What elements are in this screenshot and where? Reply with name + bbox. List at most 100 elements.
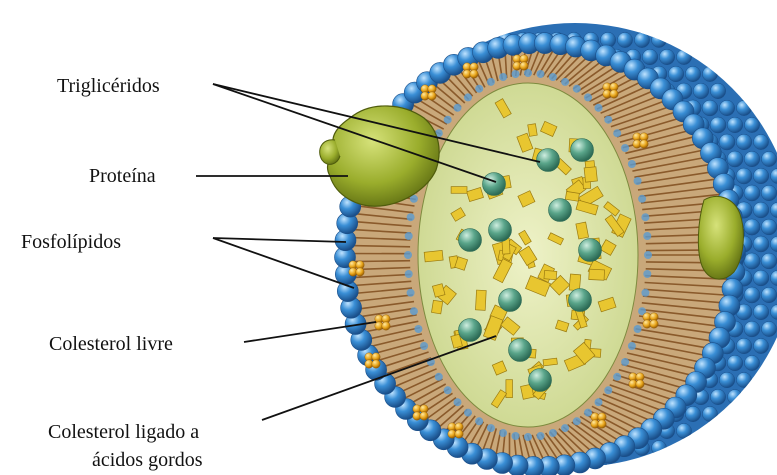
triglyceride-block — [475, 290, 486, 310]
inner-head — [638, 195, 646, 203]
inner-head — [573, 85, 581, 93]
surface-sphere — [617, 32, 632, 47]
label-esterified-cholesterol-line1: Colesterol ligado a — [48, 422, 199, 442]
inner-head — [444, 116, 452, 124]
inner-head — [634, 325, 642, 333]
surface-sphere — [736, 134, 752, 150]
core-sphere — [509, 339, 532, 362]
inner-head — [604, 116, 612, 124]
inner-head — [414, 325, 422, 333]
label-esterified-cholesterol-line2: ácidos gordos — [92, 450, 203, 470]
surface-sphere — [761, 219, 777, 235]
triglyceride-block — [431, 300, 442, 314]
triglyceride-block — [451, 187, 467, 194]
surface-sphere — [719, 372, 735, 388]
label-protein: Proteína — [89, 166, 156, 186]
cholesterol-bead — [455, 430, 463, 438]
surface-sphere — [634, 32, 649, 47]
inner-head — [499, 73, 507, 81]
cholesterol-bead — [420, 412, 428, 420]
surface-sphere — [727, 355, 743, 371]
core-sphere — [499, 289, 522, 312]
surface-sphere — [744, 151, 760, 167]
inner-head — [621, 144, 629, 152]
surface-sphere — [710, 117, 726, 133]
cholesterol-bead — [598, 420, 606, 428]
inner-head — [405, 270, 413, 278]
surface-sphere — [753, 168, 769, 184]
inner-head — [613, 129, 621, 137]
surface-sphere — [761, 151, 776, 166]
inner-head — [454, 398, 462, 406]
inner-head — [512, 432, 520, 440]
inner-head — [628, 160, 636, 168]
surface-sphere — [744, 321, 760, 337]
inner-head — [435, 373, 443, 381]
inner-head — [410, 307, 418, 315]
inner-head — [407, 213, 415, 221]
cholesterol-bead — [382, 322, 390, 330]
triglyceride-block — [543, 358, 557, 366]
inner-head — [499, 429, 507, 437]
inner-head — [573, 417, 581, 425]
core-sphere — [483, 173, 506, 196]
surface-sphere — [744, 219, 760, 235]
surface-sphere — [753, 270, 769, 286]
protein-right — [698, 196, 743, 279]
surface-sphere — [753, 134, 768, 149]
inner-head — [634, 177, 642, 185]
core-sphere — [459, 319, 482, 342]
surface-sphere — [728, 390, 743, 405]
inner-head — [561, 424, 569, 432]
surface-sphere — [761, 185, 777, 201]
inner-head — [444, 386, 452, 394]
surface-sphere — [693, 83, 709, 99]
inner-head — [643, 270, 651, 278]
surface-sphere — [753, 202, 769, 218]
inner-head — [537, 70, 545, 78]
core-sphere — [537, 149, 560, 172]
core-sphere — [459, 229, 482, 252]
surface-sphere — [719, 100, 734, 115]
surface-sphere — [736, 100, 751, 115]
core-sphere — [571, 139, 594, 162]
surface-sphere — [652, 33, 667, 48]
inner-head — [549, 73, 557, 81]
inner-head — [584, 93, 592, 101]
inner-head — [643, 232, 651, 240]
cholesterol-bead — [610, 90, 618, 98]
surface-sphere — [676, 49, 691, 64]
core-sphere — [529, 369, 552, 392]
surface-sphere — [685, 406, 700, 421]
triglyceride-block — [528, 124, 538, 137]
surface-sphere — [710, 83, 725, 98]
surface-sphere — [744, 185, 760, 201]
leader-phospholipids-1 — [213, 238, 346, 242]
inner-head — [512, 70, 520, 78]
inner-head — [604, 386, 612, 394]
surface-sphere — [659, 49, 674, 64]
surface-sphere — [761, 253, 777, 269]
label-phospholipids: Fosfolípidos — [21, 232, 121, 252]
inner-head — [641, 213, 649, 221]
surface-sphere — [736, 338, 752, 354]
surface-sphere — [761, 287, 777, 303]
core-sphere — [569, 289, 592, 312]
cholesterol-bead — [636, 380, 644, 388]
leader-phospholipids-2 — [213, 238, 354, 288]
core-sphere — [579, 239, 602, 262]
core-sphere — [549, 199, 572, 222]
surface-sphere — [744, 117, 759, 132]
inner-head — [549, 429, 557, 437]
surface-sphere — [719, 134, 735, 150]
surface-sphere — [676, 423, 691, 438]
inner-head — [537, 432, 545, 440]
triglyceride-block — [424, 250, 443, 262]
surface-sphere — [753, 236, 769, 252]
inner-head — [420, 342, 428, 350]
inner-head — [405, 232, 413, 240]
surface-sphere — [685, 66, 700, 81]
cholesterol-bead — [372, 360, 380, 368]
surface-sphere — [761, 321, 776, 336]
triglyceride-block — [506, 380, 513, 398]
